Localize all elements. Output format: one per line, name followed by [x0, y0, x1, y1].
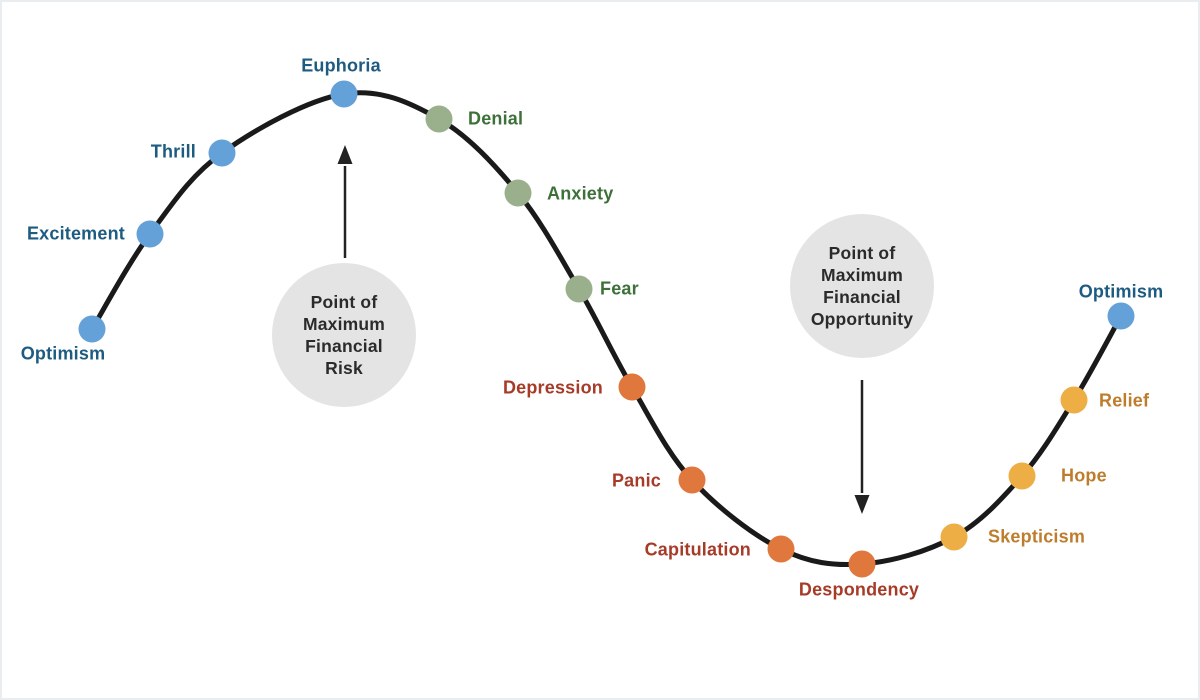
- emotion-dot-denial: [425, 105, 453, 133]
- annotation-text-line: Opportunity: [810, 309, 914, 329]
- emotion-label-optimism: Optimism: [20, 343, 106, 364]
- emotion-dot-despondency: [848, 550, 876, 578]
- arrowhead-down-icon: [854, 495, 870, 514]
- emotion-label-euphoria: Euphoria: [301, 55, 381, 76]
- emotion-label-denial: Denial: [468, 108, 524, 129]
- emotion-label-anxiety: Anxiety: [547, 183, 614, 204]
- emotion-dot-hope: [1008, 462, 1036, 490]
- emotion-label-optimism-2: Optimism: [1078, 281, 1164, 302]
- annotation-text-line: Maximum: [302, 314, 386, 334]
- emotion-dot-optimism: [78, 315, 106, 343]
- emotion-label-skepticism: Skepticism: [988, 526, 1086, 547]
- annotation-arrow: [854, 380, 870, 514]
- annotation-text-line: Risk: [325, 358, 363, 378]
- annotation-text-line: Financial: [823, 287, 901, 307]
- emotion-dot-capitulation: [767, 535, 795, 563]
- annotation-text-line: Financial: [305, 336, 383, 356]
- emotion-label-hope: Hope: [1061, 465, 1107, 486]
- emotion-label-depression: Depression: [502, 377, 603, 398]
- emotion-dot-depression: [618, 373, 646, 401]
- emotion-label-despondency: Despondency: [798, 579, 920, 600]
- emotion-dot-excitement: [136, 220, 164, 248]
- annotation-text-line: Maximum: [820, 265, 904, 285]
- emotion-dot-skepticism: [940, 523, 968, 551]
- arrowhead-up-icon: [337, 145, 353, 164]
- emotion-dot-thrill: [208, 139, 236, 167]
- emotion-label-fear: Fear: [600, 278, 639, 299]
- annotation-text-line: Point of: [310, 292, 378, 312]
- emotion-label-capitulation: Capitulation: [644, 539, 751, 560]
- emotion-dot-relief: [1060, 386, 1088, 414]
- emotion-label-panic: Panic: [611, 470, 661, 491]
- market-cycle-curve: [89, 90, 1124, 568]
- emotion-label-relief: Relief: [1099, 390, 1150, 411]
- annotation-arrow: [337, 145, 353, 258]
- emotion-dot-anxiety: [504, 179, 532, 207]
- emotion-label-excitement: Excitement: [26, 223, 125, 244]
- emotion-dot-optimism-2: [1107, 302, 1135, 330]
- emotion-dot-panic: [678, 466, 706, 494]
- annotation-text-line: Point of: [828, 243, 896, 263]
- emotion-dot-euphoria: [330, 80, 358, 108]
- emotion-label-thrill: Thrill: [150, 141, 196, 162]
- emotion-dot-fear: [565, 275, 593, 303]
